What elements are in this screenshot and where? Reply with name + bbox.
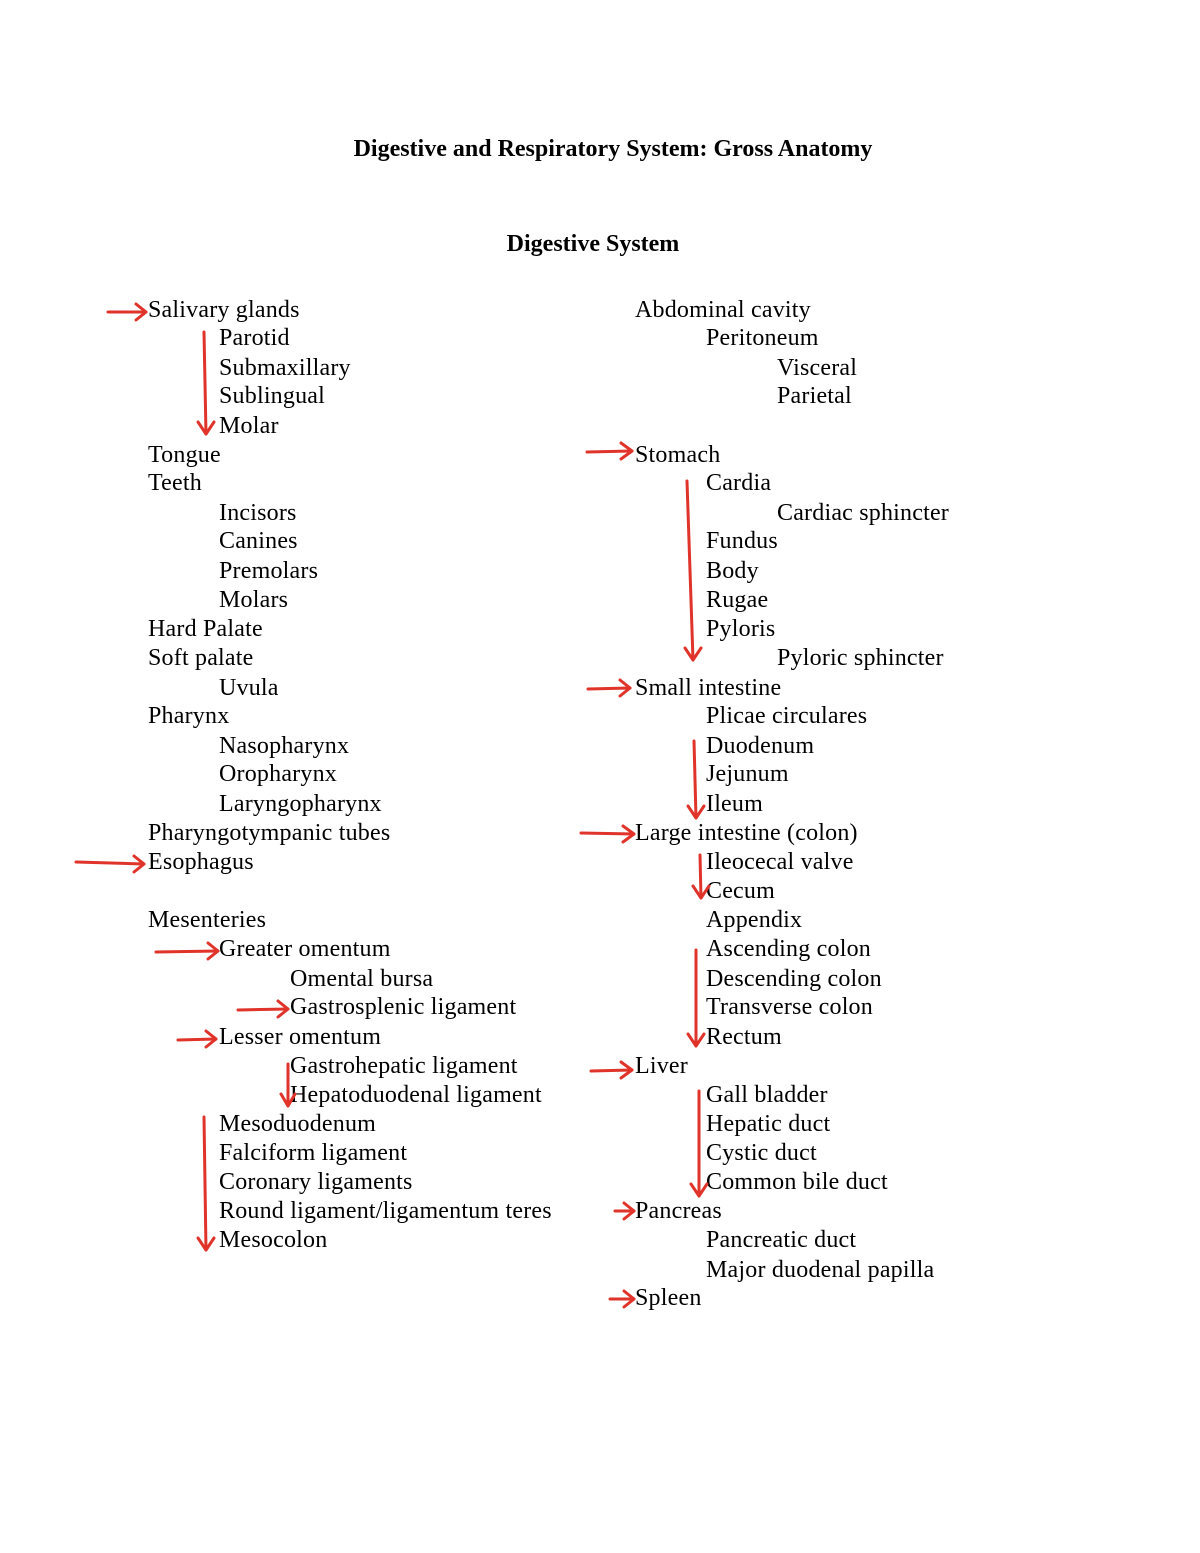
outline-item: Cardiac sphincter	[777, 500, 949, 526]
arrow-down-icon	[196, 1115, 216, 1252]
outline-item: Omental bursa	[290, 966, 434, 992]
arrow-down-icon	[196, 330, 216, 436]
arrow-down-icon	[686, 948, 706, 1048]
outline-item: Gastrohepatic ligament	[290, 1053, 518, 1079]
outline-item: Appendix	[706, 907, 803, 933]
arrow-right-icon	[106, 302, 148, 322]
arrow-right-icon	[589, 1060, 634, 1080]
document-title: Digestive and Respiratory System: Gross …	[353, 136, 873, 162]
outline-item: Mesoduodenum	[219, 1111, 377, 1137]
outline-item: Major duodenal papilla	[706, 1257, 935, 1283]
outline-item: Fundus	[706, 528, 778, 554]
outline-item: Plicae circulares	[706, 703, 868, 729]
outline-item: Greater omentum	[219, 936, 391, 962]
outline-item: Peritoneum	[706, 325, 819, 351]
outline-item: Cystic duct	[706, 1140, 817, 1166]
outline-item: Liver	[635, 1053, 688, 1079]
arrow-down-icon	[683, 479, 703, 662]
outline-item: Rugae	[706, 587, 769, 613]
outline-item: Ileum	[706, 791, 763, 817]
outline-item: Transverse colon	[706, 994, 873, 1020]
outline-item: Tongue	[148, 442, 221, 468]
outline-item: Small intestine	[635, 675, 782, 701]
outline-item: Canines	[219, 528, 298, 554]
outline-item: Uvula	[219, 675, 279, 701]
outline-item: Cecum	[706, 878, 775, 904]
arrow-right-icon	[74, 854, 146, 874]
arrow-right-icon	[585, 441, 634, 461]
outline-item: Laryngopharynx	[219, 791, 382, 817]
outline-item: Ascending colon	[706, 936, 871, 962]
outline-item: Molars	[219, 587, 289, 613]
outline-item: Premolars	[219, 558, 319, 584]
outline-item: Hepatic duct	[706, 1111, 831, 1137]
outline-item: Parietal	[777, 383, 852, 409]
arrow-right-icon	[236, 999, 290, 1019]
outline-item: Stomach	[635, 442, 721, 468]
outline-item: Submaxillary	[219, 355, 351, 381]
outline-item: Oropharynx	[219, 761, 337, 787]
outline-item: Jejunum	[706, 761, 789, 787]
outline-item: Spleen	[635, 1285, 702, 1311]
outline-item: Teeth	[148, 470, 202, 496]
outline-item: Mesocolon	[219, 1227, 328, 1253]
outline-item: Coronary ligaments	[219, 1169, 413, 1195]
outline-item: Gall bladder	[706, 1082, 828, 1108]
outline-item: Rectum	[706, 1024, 782, 1050]
outline-item: Ileocecal valve	[706, 849, 854, 875]
outline-item: Molar	[219, 413, 279, 439]
outline-item: Mesenteries	[148, 907, 267, 933]
outline-item: Duodenum	[706, 733, 815, 759]
outline-item: Pancreas	[635, 1198, 722, 1224]
outline-item: Pharynx	[148, 703, 230, 729]
outline-item: Hard Palate	[148, 616, 263, 642]
outline-item: Hepatoduodenal ligament	[290, 1082, 542, 1108]
outline-item: Pharyngotympanic tubes	[148, 820, 391, 846]
outline-item: Common bile duct	[706, 1169, 888, 1195]
outline-item: Gastrosplenic ligament	[290, 994, 517, 1020]
arrow-right-icon	[613, 1201, 636, 1221]
outline-item: Pyloric sphincter	[777, 645, 944, 671]
arrow-down-icon	[689, 1089, 709, 1198]
outline-item: Body	[706, 558, 759, 584]
outline-item: Incisors	[219, 500, 297, 526]
outline-item: Lesser omentum	[219, 1024, 382, 1050]
outline-item: Cardia	[706, 470, 772, 496]
outline-item: Salivary glands	[148, 297, 300, 323]
outline-item: Esophagus	[148, 849, 254, 875]
outline-item: Nasopharynx	[219, 733, 350, 759]
outline-item: Parotid	[219, 325, 290, 351]
outline-item: Sublingual	[219, 383, 326, 409]
arrow-right-icon	[154, 941, 220, 961]
arrow-down-icon	[686, 739, 706, 820]
section-heading: Digestive System	[506, 231, 680, 257]
outline-item: Pancreatic duct	[706, 1227, 857, 1253]
outline-item: Pyloris	[706, 616, 776, 642]
arrow-right-icon	[586, 678, 632, 698]
outline-item: Falciform ligament	[219, 1140, 408, 1166]
arrow-right-icon	[176, 1029, 218, 1049]
outline-item: Visceral	[777, 355, 858, 381]
outline-item: Abdominal cavity	[635, 297, 811, 323]
outline-item: Soft palate	[148, 645, 254, 671]
arrow-right-icon	[608, 1289, 636, 1309]
outline-item: Round ligament/ligamentum teres	[219, 1198, 552, 1224]
outline-item: Large intestine (colon)	[635, 820, 858, 846]
arrow-right-icon	[579, 824, 636, 844]
outline-item: Descending colon	[706, 966, 882, 992]
